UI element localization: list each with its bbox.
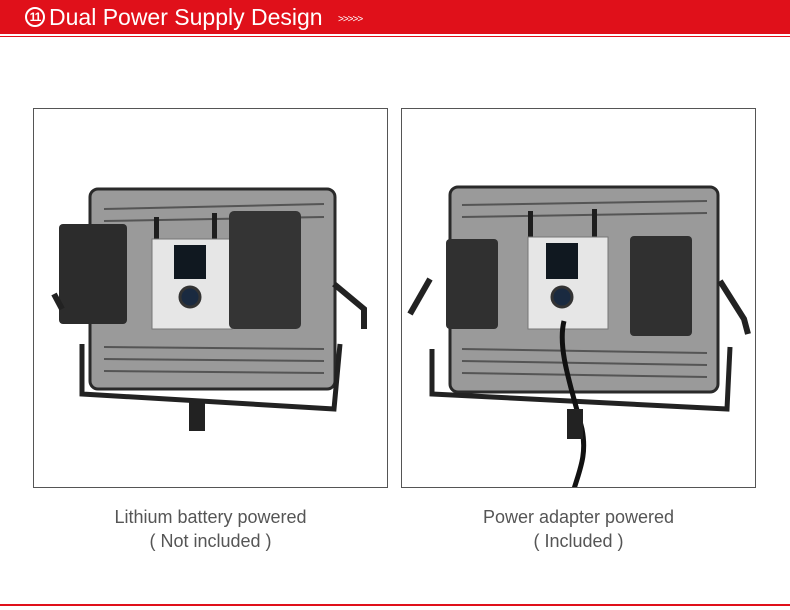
led-panel-adapter-illustration (407, 185, 751, 487)
footer-divider (0, 604, 790, 606)
battery-caption-line2: ( Not included ) (149, 531, 272, 551)
battery-caption: Lithium battery powered ( Not included ) (33, 505, 388, 553)
section-number-badge: 11 (25, 7, 45, 27)
chevron-decoration: >>>>> (338, 14, 363, 25)
header-banner: 11 Dual Power Supply Design >>>>> (0, 0, 790, 34)
battery-powered-image (33, 108, 388, 488)
adapter-caption: Power adapter powered ( Included ) (401, 505, 756, 553)
header-divider (0, 36, 790, 37)
adapter-powered-image (401, 108, 756, 488)
battery-caption-line1: Lithium battery powered (114, 507, 307, 527)
led-panel-battery-illustration (51, 187, 367, 431)
adapter-caption-line1: Power adapter powered (482, 507, 675, 527)
page-title: Dual Power Supply Design (49, 4, 323, 30)
adapter-caption-line2: ( Included ) (533, 531, 624, 551)
